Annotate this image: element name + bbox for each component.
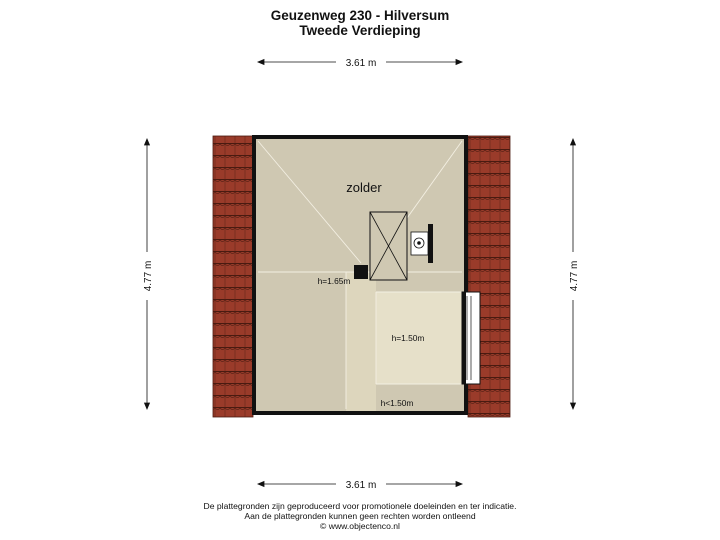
window bbox=[461, 291, 481, 385]
chimney-block bbox=[354, 265, 368, 279]
dimension-right bbox=[569, 137, 577, 411]
roof-tiles-left bbox=[212, 135, 254, 418]
inner-area bbox=[376, 292, 462, 384]
dimension-top bbox=[256, 58, 464, 66]
dimension-left-label: 4.77 m bbox=[143, 261, 154, 292]
disclaimer-line-2: Aan de plattegronden kunnen geen rechten… bbox=[244, 511, 476, 521]
dimension-top-label: 3.61 m bbox=[346, 58, 377, 69]
disclaimer-line-1: De plattegronden zijn geproduceerd voor … bbox=[203, 501, 517, 511]
dimension-bottom bbox=[256, 480, 464, 488]
floor-strip bbox=[346, 272, 376, 413]
stair-hatch bbox=[369, 211, 408, 281]
plan-address-title: Geuzenweg 230 - Hilversum bbox=[270, 8, 450, 23]
heater-unit bbox=[410, 224, 433, 263]
height-label-main: h=1.65m bbox=[318, 276, 351, 286]
plan-floor-title: Tweede Verdieping bbox=[299, 23, 421, 38]
dimension-left bbox=[143, 137, 151, 411]
height-label-low: h<1.50m bbox=[381, 398, 414, 408]
dimension-bottom-label: 3.61 m bbox=[346, 480, 377, 491]
room-label-zolder: zolder bbox=[346, 180, 382, 195]
height-label-inner: h=1.50m bbox=[392, 333, 425, 343]
dimension-right-label: 4.77 m bbox=[569, 261, 580, 292]
copyright-link[interactable]: © www.objectenco.nl bbox=[320, 521, 400, 531]
